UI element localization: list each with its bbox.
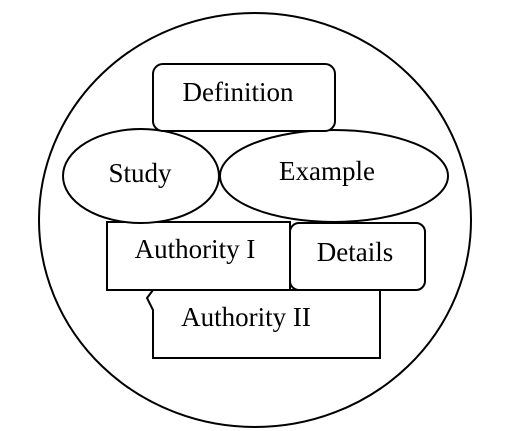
study-label: Study [108, 158, 172, 188]
example-label: Example [279, 156, 375, 186]
details-label: Details [317, 237, 393, 267]
example-ellipse [219, 129, 449, 223]
authority-1-label: Authority I [135, 234, 256, 264]
authority-2-label: Authority II [181, 302, 311, 332]
authority-1-box [106, 221, 291, 291]
definition-label: Definition [183, 77, 294, 107]
details-box [289, 222, 426, 291]
definition-box [152, 63, 336, 132]
